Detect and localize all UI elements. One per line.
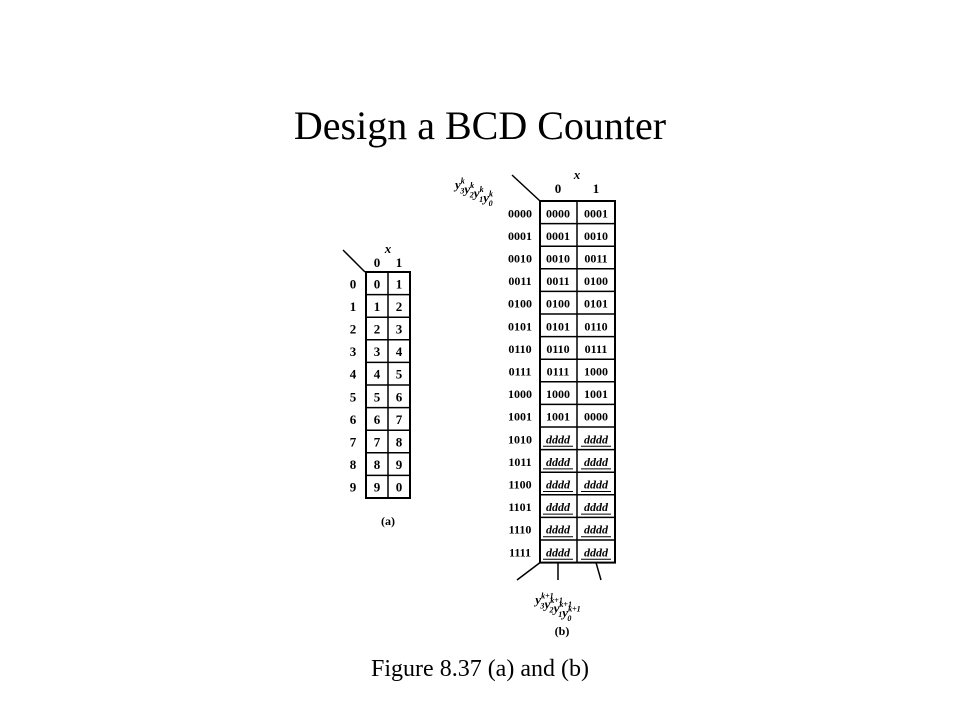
column-header-1-b: 1 [593, 181, 600, 196]
input-var-label-a: x [384, 241, 392, 256]
cell-b: dddd [584, 478, 609, 492]
row-label-b: 0010 [508, 252, 532, 266]
row-label-b: 0000 [508, 206, 532, 220]
cell-b: 0011 [584, 252, 607, 266]
row-label-a: 9 [350, 480, 357, 495]
row-label-a: 7 [350, 435, 357, 450]
cell-b: dddd [584, 500, 609, 514]
header-diagonal-b [511, 174, 541, 202]
cell-a: 4 [374, 367, 381, 382]
table-label-b: (b) [555, 624, 570, 638]
row-label-a: 4 [350, 367, 357, 382]
cell-b: 0110 [584, 319, 607, 333]
row-label-b: 1010 [508, 432, 532, 446]
row-label-a: 6 [350, 412, 357, 427]
row-label-b: 1011 [508, 455, 531, 469]
row-label-a: 1 [350, 299, 357, 314]
page-title: Design a BCD Counter [293, 103, 667, 148]
input-var-label-b: x [573, 167, 581, 182]
cell-a: 9 [396, 457, 403, 472]
cell-a: 7 [374, 435, 381, 450]
cell-b: dddd [546, 478, 571, 492]
row-label-b: 1110 [509, 523, 532, 537]
table-label-a: (a) [381, 514, 395, 528]
cell-a: 1 [396, 276, 403, 291]
cell-b: dddd [584, 432, 609, 446]
row-label-b: 1101 [508, 500, 531, 514]
row-label-a: 8 [350, 457, 357, 472]
cell-a: 5 [396, 367, 403, 382]
cell-a: 3 [396, 322, 403, 337]
cell-a: 0 [396, 480, 403, 495]
cell-b: 0010 [546, 252, 570, 266]
row-label-a: 2 [350, 322, 357, 337]
cell-a: 1 [374, 299, 381, 314]
column-header-0-b: 0 [555, 181, 562, 196]
cell-a: 7 [396, 412, 403, 427]
cell-b: 0100 [546, 297, 570, 311]
cell-b: 0111 [585, 342, 608, 356]
cell-a: 2 [374, 322, 381, 337]
row-label-b: 0101 [508, 319, 532, 333]
cell-a: 0 [374, 276, 381, 291]
cell-b: 0101 [546, 319, 570, 333]
row-label-b: 0110 [508, 342, 531, 356]
cell-b: 0010 [584, 229, 608, 243]
cell-b: dddd [584, 523, 609, 537]
cell-a: 2 [396, 299, 403, 314]
cell-a: 9 [374, 480, 381, 495]
cell-a: 8 [374, 457, 381, 472]
cell-a: 6 [396, 389, 403, 404]
cell-b: 1001 [546, 410, 570, 424]
cell-b: dddd [546, 432, 571, 446]
cell-a: 5 [374, 389, 381, 404]
cell-b: dddd [546, 455, 571, 469]
row-label-a: 5 [350, 389, 357, 404]
cell-b: dddd [584, 455, 609, 469]
cell-b: 0111 [547, 365, 570, 379]
cell-b: dddd [546, 523, 571, 537]
cell-b: 0001 [584, 206, 608, 220]
output-pointer-left [516, 562, 541, 581]
row-label-b: 0011 [508, 274, 531, 288]
cell-b: 0100 [584, 274, 608, 288]
cell-b: 0101 [584, 297, 608, 311]
cell-b: 0110 [546, 342, 569, 356]
cell-b: dddd [584, 545, 609, 559]
row-label-a: 3 [350, 344, 357, 359]
cell-b: 0001 [546, 229, 570, 243]
row-label-b: 0100 [508, 297, 532, 311]
column-header-0-a: 0 [374, 255, 381, 270]
row-label-b: 1100 [508, 478, 531, 492]
cell-a: 8 [396, 435, 403, 450]
cell-b: 0011 [546, 274, 569, 288]
cell-b: 1000 [584, 365, 608, 379]
cell-b: dddd [546, 545, 571, 559]
figure-caption: Figure 8.37 (a) and (b) [371, 656, 589, 682]
column-header-1-a: 1 [396, 255, 403, 270]
output-pointer-right [595, 562, 602, 581]
row-label-b: 0001 [508, 229, 532, 243]
cell-b: 1000 [546, 387, 570, 401]
cell-a: 3 [374, 344, 381, 359]
cell-a: 4 [396, 344, 403, 359]
cell-a: 6 [374, 412, 381, 427]
row-label-b: 1000 [508, 387, 532, 401]
row-label-a: 0 [350, 276, 357, 291]
row-label-b: 1001 [508, 410, 532, 424]
cell-b: 1001 [584, 387, 608, 401]
cell-b: 0000 [584, 410, 608, 424]
row-label-b: 0111 [509, 365, 532, 379]
header-diagonal-a [342, 249, 366, 273]
row-label-b: 1111 [509, 545, 531, 559]
cell-b: 0000 [546, 206, 570, 220]
cell-b: dddd [546, 500, 571, 514]
